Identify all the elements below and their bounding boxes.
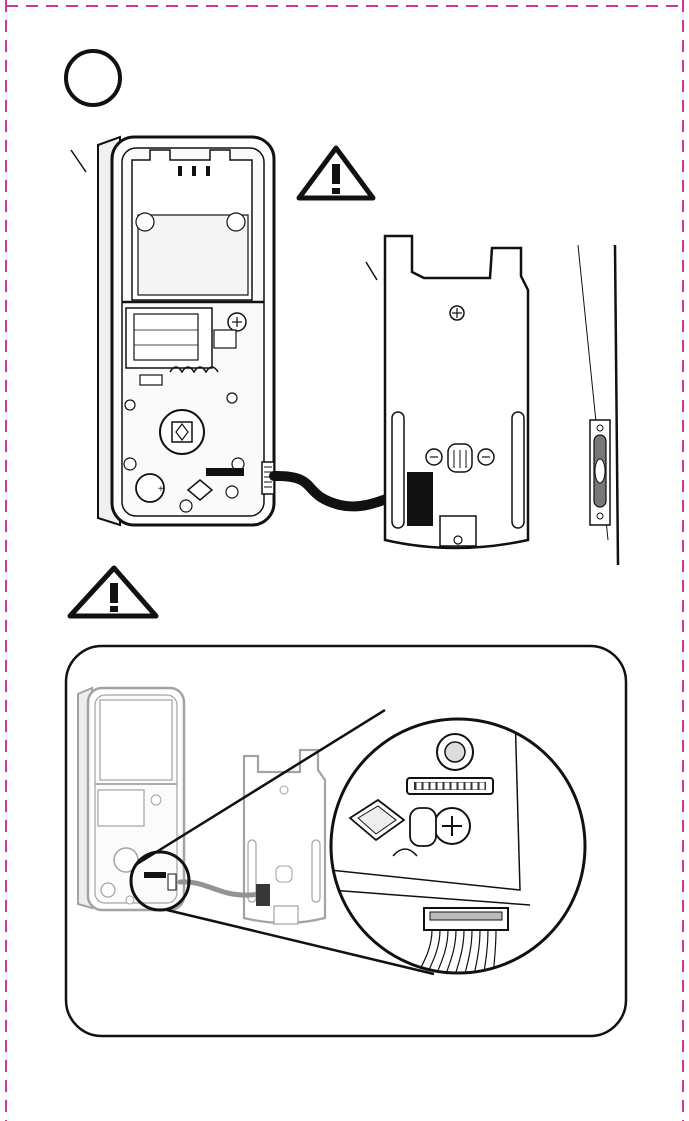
connector-pin (445, 783, 449, 789)
connector-pin (452, 783, 456, 789)
connector-closeup (407, 778, 493, 794)
door-edge-latch (578, 245, 618, 565)
interior-mounting-plate (366, 236, 528, 548)
connector-pin (466, 783, 470, 789)
connector-pin (424, 783, 428, 789)
connector-pin (459, 783, 463, 789)
svg-text:+: + (158, 484, 164, 495)
warning-triangle-icon-top (299, 148, 373, 198)
connector-pin (480, 783, 484, 789)
connector-pin (473, 783, 477, 789)
step-circle-icon (66, 51, 120, 105)
warning-triangle-icon-middle (70, 568, 156, 616)
exterior-lock-interior-view: + (71, 137, 274, 525)
connector-pin (431, 783, 435, 789)
connector-pin (438, 783, 442, 789)
connector-pin (417, 783, 421, 789)
